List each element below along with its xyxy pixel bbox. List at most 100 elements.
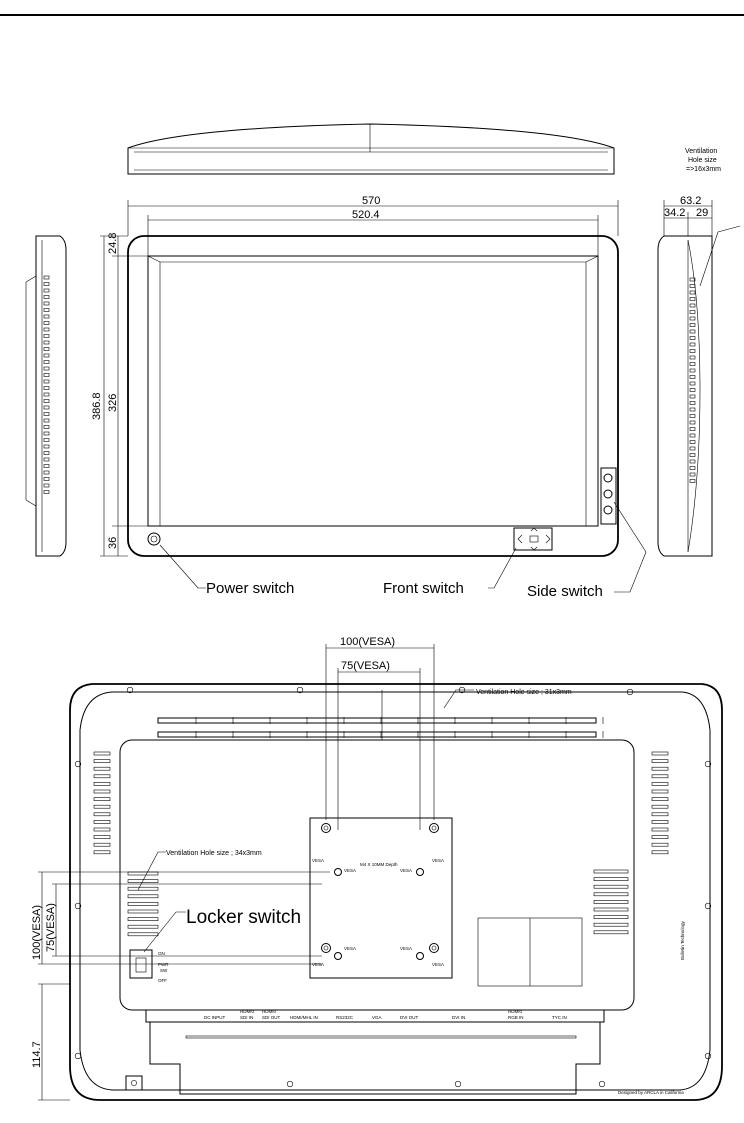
vent-slot bbox=[651, 766, 669, 771]
vent-slot bbox=[689, 375, 696, 379]
vent-slot bbox=[689, 362, 696, 366]
vesa-tag: VESA bbox=[432, 962, 444, 967]
vent-slot bbox=[689, 453, 696, 457]
vent-slot bbox=[689, 355, 696, 360]
dim-top-bezel: 24.8 bbox=[107, 233, 119, 254]
vesa-hole-icon bbox=[321, 943, 331, 953]
vent-slot bbox=[689, 427, 696, 431]
dim-bottom-bezel: 36 bbox=[107, 537, 119, 549]
vent-slot bbox=[689, 310, 696, 314]
vent-slot bbox=[43, 340, 50, 345]
vent-slot bbox=[651, 759, 669, 763]
screw-icon bbox=[704, 902, 712, 910]
port-label: RS232C bbox=[336, 1015, 354, 1020]
vent-slot bbox=[93, 804, 111, 809]
vent-slot bbox=[689, 277, 696, 282]
port-label: HDMI0 bbox=[508, 1009, 522, 1014]
vesa-tag: VESA bbox=[344, 946, 356, 951]
dim-side-depth-a: 34.2 bbox=[664, 207, 685, 219]
vesa-hole-icon bbox=[429, 943, 439, 953]
vent-slot bbox=[43, 405, 50, 410]
dim-rear-bottom: 114.7 bbox=[31, 1041, 43, 1068]
vent-slot bbox=[593, 892, 629, 897]
dim-vesa-100-width: 100(VESA) bbox=[340, 636, 395, 648]
vent-slot bbox=[651, 789, 669, 794]
port-label: HDMI0 bbox=[240, 1009, 254, 1014]
vent-slot bbox=[651, 850, 669, 855]
vent-slot bbox=[689, 329, 696, 334]
port-label: HDMI/MHL IN bbox=[290, 1015, 318, 1020]
vent-slot bbox=[689, 323, 696, 327]
vent-slot bbox=[43, 438, 50, 442]
vent-slot bbox=[43, 425, 50, 429]
locker-bottom bbox=[125, 1075, 143, 1091]
vent-slot bbox=[651, 774, 669, 779]
vent-slot bbox=[43, 412, 50, 416]
port-label: HDMI0 bbox=[262, 1009, 276, 1014]
vent-slot bbox=[689, 303, 696, 308]
screw-icon bbox=[598, 1080, 606, 1088]
vent-slot bbox=[127, 894, 159, 899]
vent-slot bbox=[93, 812, 111, 817]
vent-slot bbox=[93, 751, 111, 756]
vent-slot bbox=[689, 381, 696, 386]
vent-slot bbox=[93, 820, 111, 824]
vent-slot bbox=[593, 884, 629, 889]
vent-slot bbox=[651, 751, 669, 756]
vent-slot bbox=[43, 418, 50, 423]
vent-slot bbox=[43, 431, 50, 436]
vent-slot bbox=[689, 407, 696, 412]
left-side-view bbox=[25, 235, 67, 557]
vent-slot bbox=[689, 466, 696, 470]
screw-icon bbox=[74, 1052, 82, 1060]
vent-slot bbox=[689, 284, 696, 288]
vent-slot bbox=[689, 446, 696, 451]
vent-slot bbox=[93, 797, 111, 801]
vesa-hole-icon bbox=[429, 823, 439, 833]
vent-slot bbox=[43, 392, 50, 397]
vent-slot bbox=[93, 782, 111, 786]
dim-side-depth-b: 29 bbox=[696, 207, 708, 219]
vent-slot bbox=[651, 782, 669, 786]
dim-vesa-75-height: 75(VESA) bbox=[45, 903, 57, 952]
vent-slot bbox=[43, 360, 50, 364]
vent-slot bbox=[593, 869, 629, 874]
vesa-hole-icon bbox=[431, 825, 437, 831]
ventilation-note-line1: Ventilation bbox=[685, 148, 717, 155]
screw-icon bbox=[296, 686, 304, 694]
vent-slot bbox=[689, 459, 696, 464]
vent-slot bbox=[93, 766, 111, 771]
dim-overall-height: 386.8 bbox=[91, 392, 103, 420]
vent-slot bbox=[689, 316, 696, 321]
vent-slot bbox=[127, 879, 159, 883]
vent-slot bbox=[43, 379, 50, 384]
vent-slot bbox=[93, 827, 111, 832]
vent-slot bbox=[43, 399, 50, 403]
vent-slot bbox=[593, 922, 629, 927]
vent-slot bbox=[43, 470, 50, 475]
vent-slot bbox=[43, 464, 50, 468]
vesa-tag: VESA bbox=[400, 868, 412, 873]
dim-screen-height: 326 bbox=[107, 394, 119, 412]
vent-slot bbox=[651, 812, 669, 817]
vesa-hole-icon bbox=[334, 952, 342, 960]
vent-slot bbox=[93, 842, 111, 847]
port-label: DVI OUT bbox=[400, 1015, 419, 1020]
vesa-hole-icon bbox=[323, 825, 329, 831]
vent-slot bbox=[93, 850, 111, 855]
vent-side-note: Ventilation Hole size ; 34x3mm bbox=[166, 850, 262, 857]
screw-icon bbox=[286, 1080, 294, 1088]
screw-icon bbox=[704, 1052, 712, 1060]
screw-icon bbox=[74, 902, 82, 910]
vent-slot bbox=[689, 401, 696, 405]
brand-bottom: Designed by ARCLA in California bbox=[618, 1090, 684, 1095]
vent-slot bbox=[689, 420, 696, 425]
vesa-tag: VESA bbox=[400, 946, 412, 951]
vent-slot bbox=[93, 774, 111, 779]
power-button-icon bbox=[147, 532, 161, 546]
vent-slot bbox=[689, 368, 696, 373]
vent-slot bbox=[43, 282, 50, 286]
vent-slot bbox=[43, 301, 50, 306]
vent-slot bbox=[689, 336, 696, 340]
pwr-pwr: PWR bbox=[158, 962, 169, 967]
